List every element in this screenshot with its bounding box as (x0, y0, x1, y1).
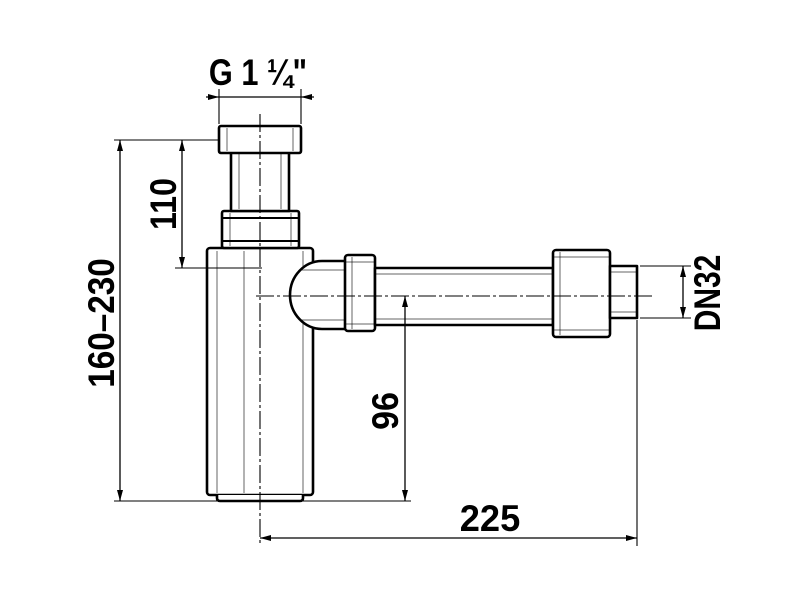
outlet-length-label: 225 (460, 498, 520, 539)
arrowhead (680, 266, 686, 277)
centerlines (256, 114, 652, 546)
inlet-thread-label: G 1 ¼" (209, 52, 307, 93)
arrowhead (680, 307, 686, 318)
bottle-trap (205, 124, 639, 503)
arrowhead (402, 490, 408, 501)
arrowhead (626, 535, 637, 541)
dimension-inlet-to-outlet: 110 (114, 139, 262, 269)
dimension-overall-height: 160–230 (81, 140, 217, 502)
outlet-diameter-label: DN32 (688, 255, 729, 332)
dimension-outlet-axis-height: 96 (303, 296, 411, 502)
dimension-outlet-length: 225 (260, 320, 638, 546)
inlet-to-outlet-label: 110 (144, 178, 185, 230)
arrowhead (208, 94, 219, 100)
overall-height-label: 160–230 (81, 258, 122, 388)
outlet-pipe-nut (551, 248, 612, 339)
dimension-inlet-thread: G 1 ¼" (206, 52, 314, 124)
arrowhead (117, 490, 123, 501)
arrowhead (179, 140, 185, 151)
arrowhead (179, 257, 185, 268)
outlet-elbow (288, 259, 345, 331)
arrowhead (117, 140, 123, 151)
arrowhead (260, 535, 271, 541)
arrowhead (402, 296, 408, 307)
dimension-outlet-diameter: DN32 (640, 255, 729, 332)
outlet-axis-height-label: 96 (365, 392, 407, 430)
outlet-pipe-end (608, 264, 639, 320)
arrowhead (301, 94, 312, 100)
outlet-nut (343, 253, 377, 333)
